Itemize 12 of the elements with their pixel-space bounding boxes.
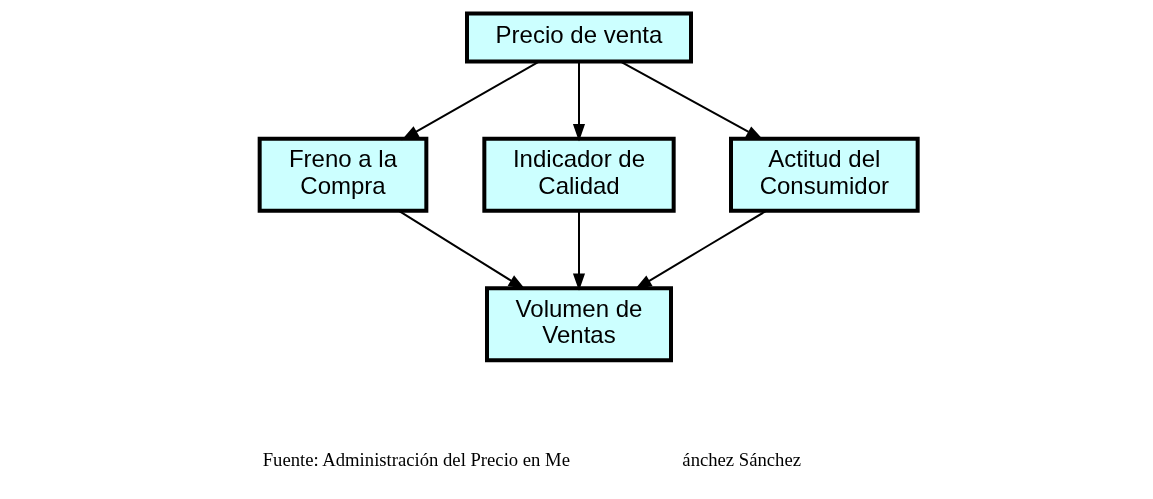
node-box: Volumen de Ventas xyxy=(484,286,673,363)
label: Fuente: Administración del Precio en Me xyxy=(262,449,570,471)
node-box: Precio de venta xyxy=(464,11,693,64)
arrow xyxy=(401,60,540,141)
arrow xyxy=(634,209,767,290)
arrow xyxy=(572,209,585,291)
node-box: Freno a la Compra xyxy=(257,136,428,213)
label: ánchez Sánchez xyxy=(681,449,801,471)
arrow xyxy=(572,60,585,142)
node-box: Actitud del Consumidor xyxy=(728,136,920,213)
arrow xyxy=(397,209,526,290)
node-box: Indicador de Calidad xyxy=(481,136,676,213)
